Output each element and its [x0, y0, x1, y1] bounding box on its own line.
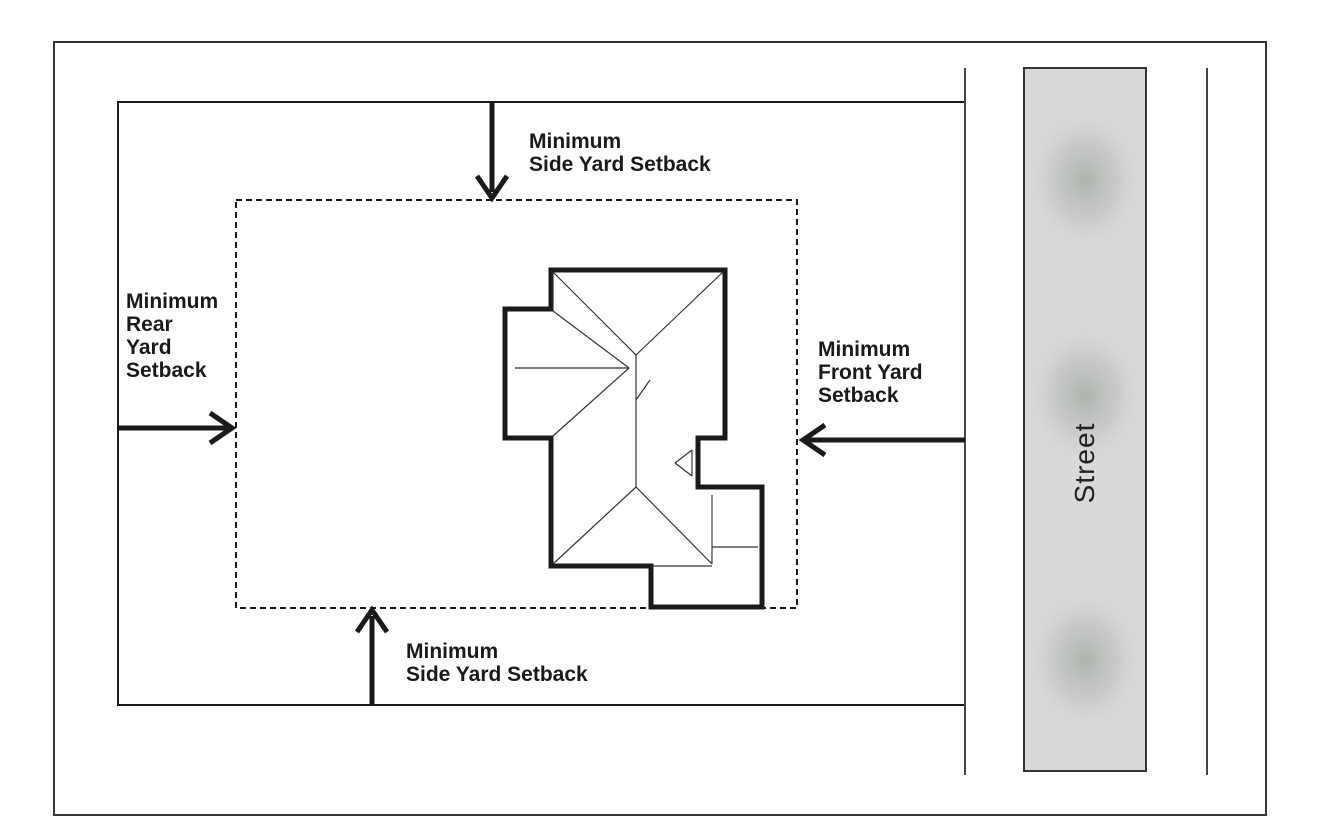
bottom-side-setback-label: Minimum Side Yard Setback — [406, 640, 588, 686]
top-side-setback-line2: Side Yard Setback — [529, 153, 711, 176]
front-setback-label: Minimum Front Yard Setback — [818, 338, 923, 407]
house-footprint — [502, 267, 765, 610]
rear-setback-line1: Minimum — [126, 290, 219, 313]
front-setback-line3: Setback — [818, 384, 899, 407]
rear-setback-label: Minimum Rear Yard Setback — [126, 290, 218, 382]
figure-frame — [53, 41, 1267, 816]
street — [1023, 67, 1147, 772]
street-label: Street — [1069, 422, 1100, 504]
front-setback-line2: Front Yard — [818, 361, 923, 384]
bottom-side-setback-line2: Side Yard Setback — [406, 663, 588, 686]
bottom-side-setback-line1: Minimum — [406, 640, 499, 663]
rear-setback-line3: Yard — [126, 336, 172, 359]
front-setback-line1: Minimum — [818, 338, 911, 361]
rear-setback-line2: Rear — [126, 313, 173, 336]
front-setback-arrow — [798, 422, 965, 458]
rear-setback-line4: Setback — [126, 359, 207, 382]
buildable-area — [235, 199, 798, 609]
top-side-setback-line1: Minimum — [529, 130, 622, 153]
bottom-side-setback-arrow — [354, 605, 390, 705]
lot-boundary — [117, 101, 965, 706]
rear-setback-arrow — [118, 410, 237, 446]
roof-lines — [515, 271, 758, 567]
top-side-setback-arrow — [474, 102, 510, 203]
top-side-setback-label: Minimum Side Yard Setback — [529, 130, 711, 176]
